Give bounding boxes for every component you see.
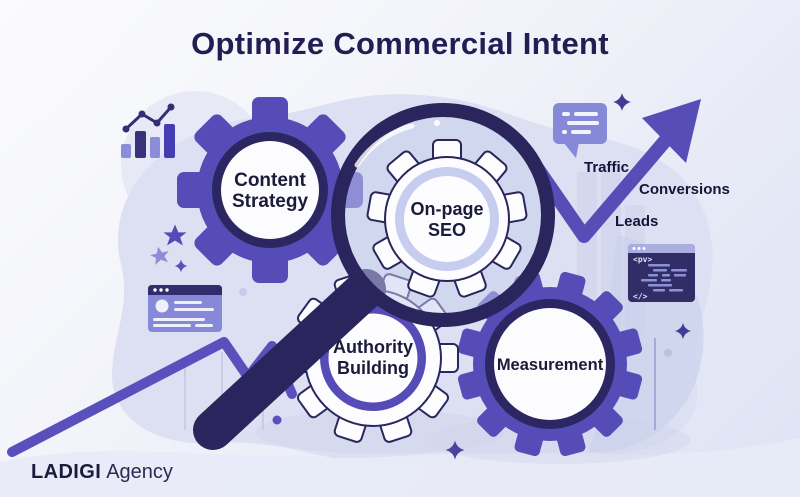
bar-chart-icon	[121, 103, 175, 158]
gear-label-seo: SEO	[428, 220, 466, 240]
sparkle-icon	[675, 323, 691, 339]
star-icon	[150, 224, 188, 273]
brand-name-regular: Agency	[106, 461, 173, 483]
brand-name-bold: LADIGI	[31, 461, 102, 483]
gear-label-strategy: Strategy	[232, 191, 308, 212]
gear-measurement: Measurement	[457, 271, 643, 457]
label-leads: Leads	[615, 213, 658, 230]
chat-bubble-icon	[553, 103, 607, 158]
gear-label-onpage: On-page	[410, 199, 483, 219]
label-conversions: Conversions	[639, 181, 730, 198]
sparkle-icon	[613, 93, 631, 111]
gear-content-strategy: Content Strategy	[177, 97, 363, 283]
label-traffic: Traffic	[584, 159, 629, 176]
decorative-dots	[239, 288, 672, 425]
browser-window-icon	[148, 285, 222, 332]
growth-labels: Traffic Conversions Leads	[584, 159, 730, 230]
code-close-tag: </>	[633, 292, 648, 301]
gear-label-content: Content	[234, 170, 306, 191]
code-window-icon: <pv> </>	[628, 244, 695, 302]
magnifier-handle	[193, 269, 386, 450]
sparkle-icon	[445, 440, 465, 460]
lens-highlight	[354, 120, 440, 168]
page-title: Optimize Commercial Intent	[191, 26, 609, 61]
code-open-tag: <pv>	[633, 255, 652, 264]
gear-on-page-seo: On-page SEO	[366, 139, 528, 298]
gear-label-authority: Authority	[333, 337, 413, 357]
gear-label-building: Building	[337, 358, 409, 378]
gear-label-measurement: Measurement	[497, 356, 604, 374]
